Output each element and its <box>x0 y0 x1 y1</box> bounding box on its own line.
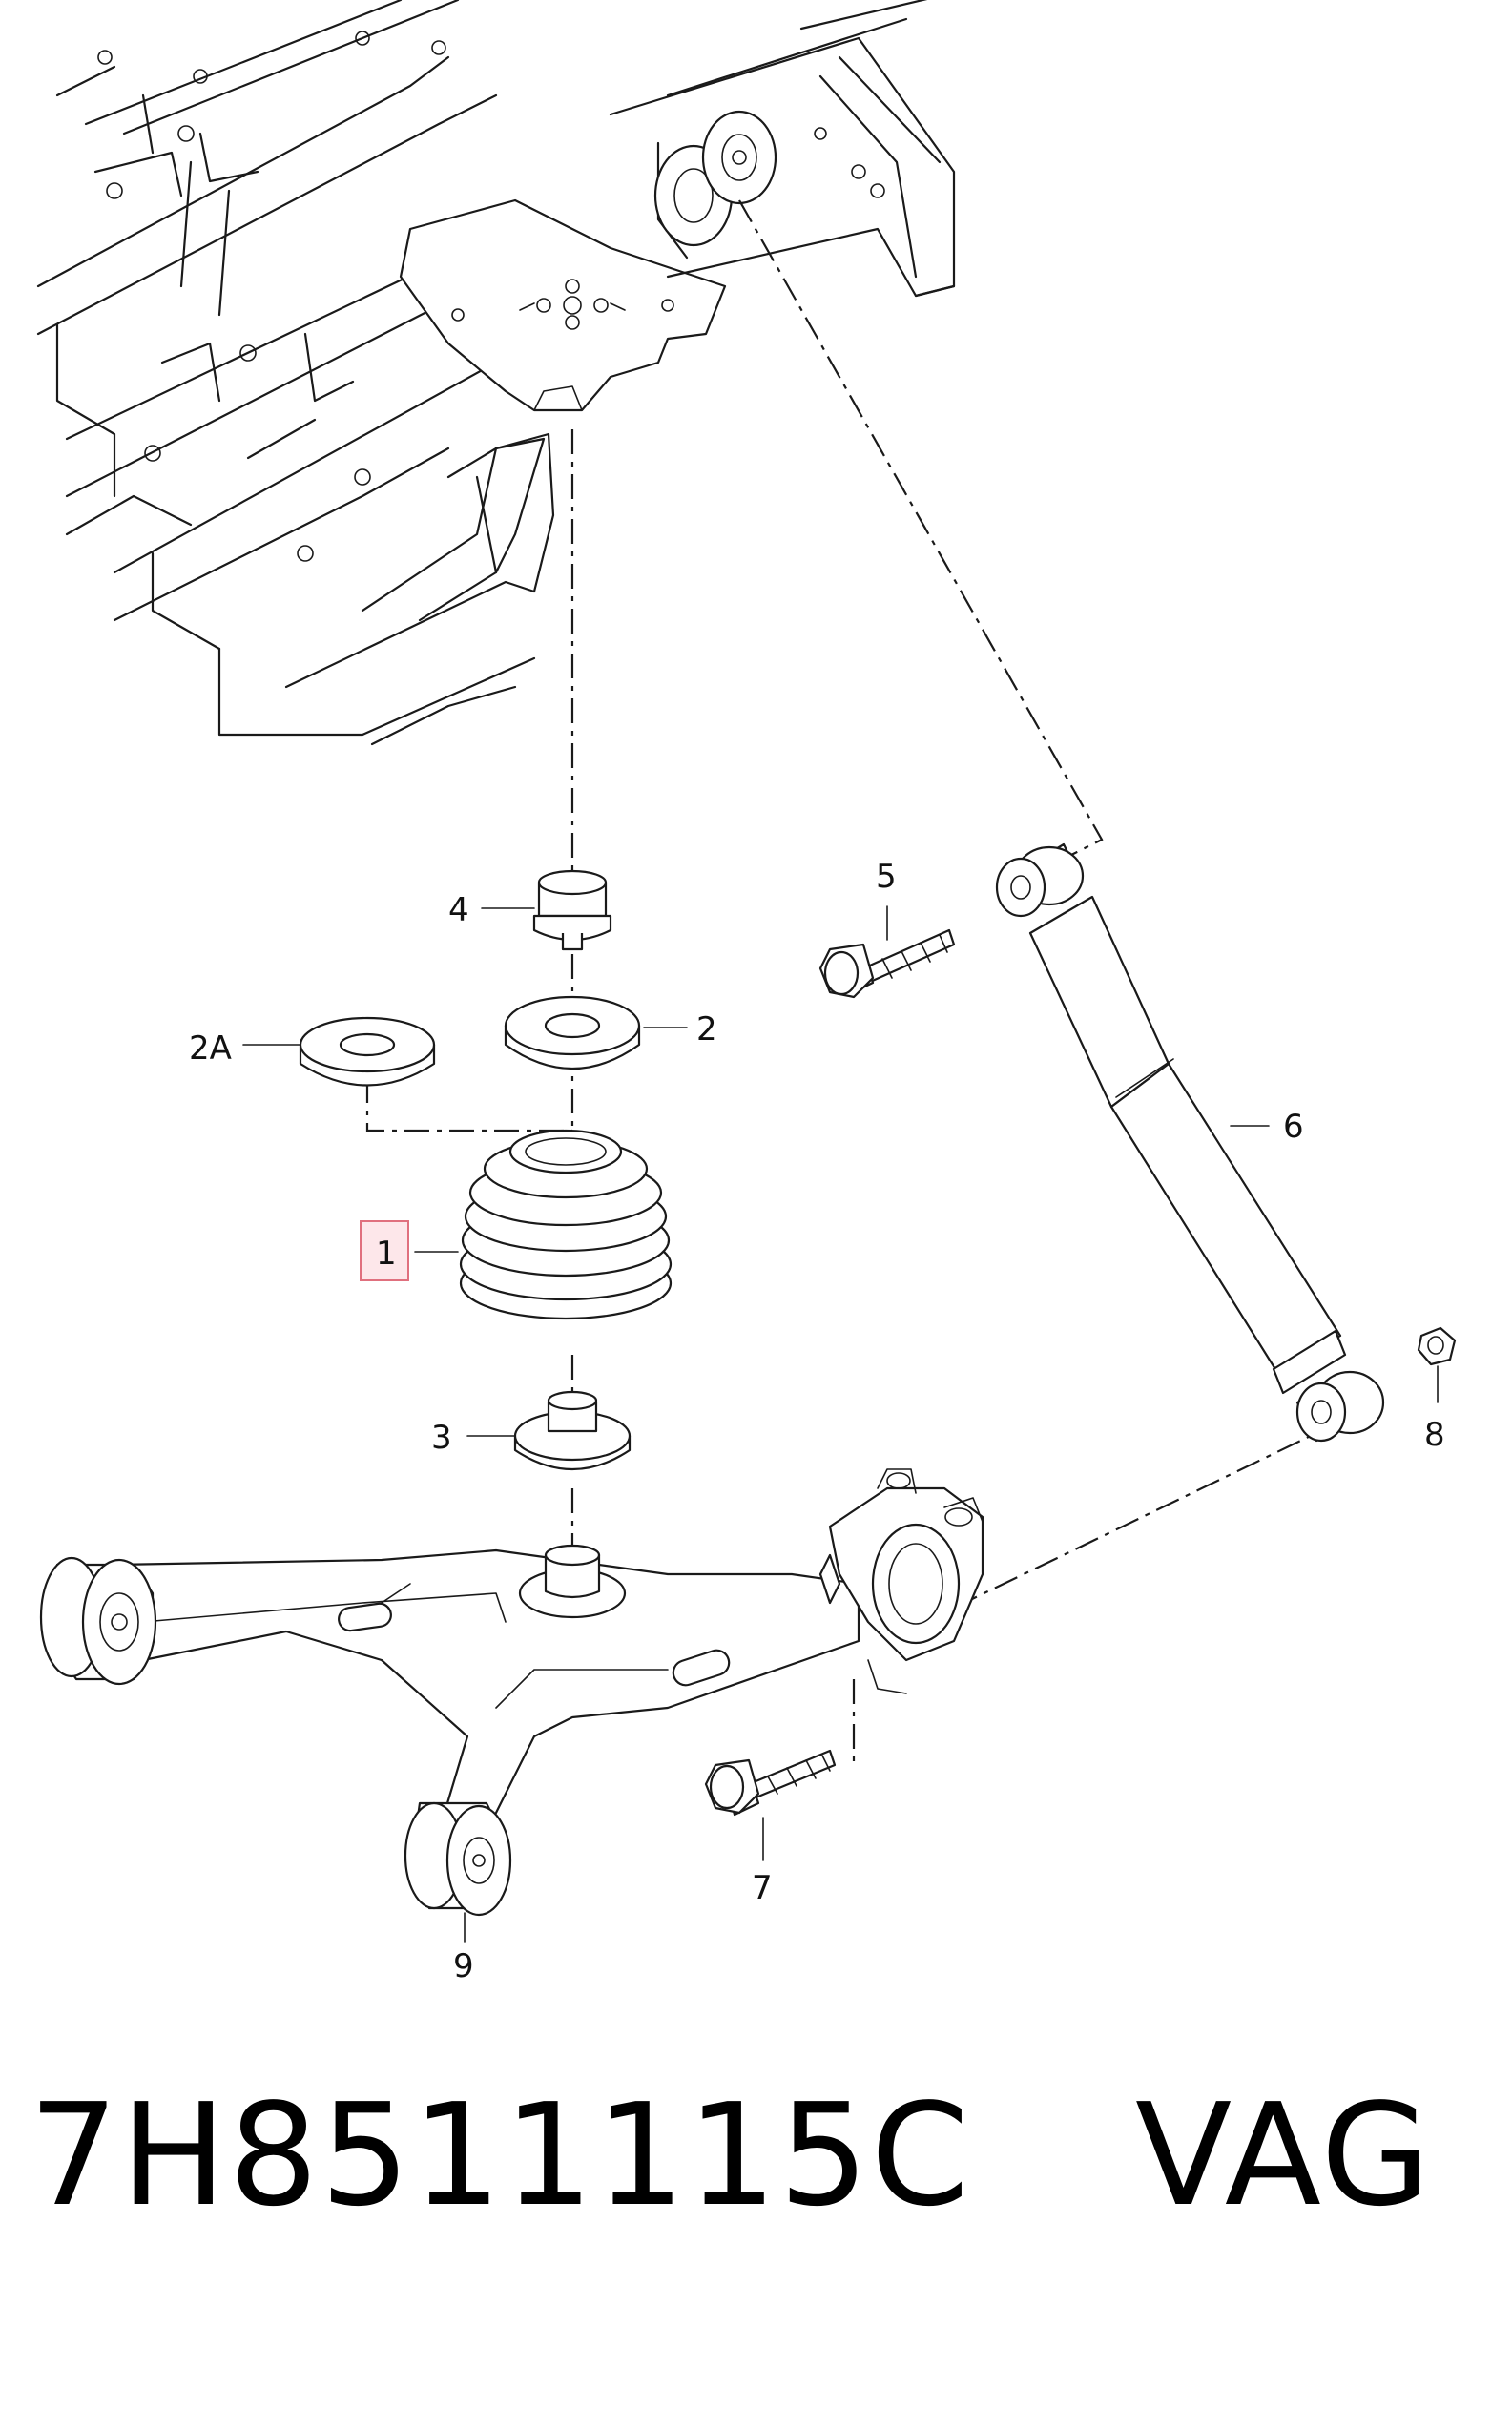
callout-2: 2 <box>696 1010 717 1049</box>
part-5-upper-bolt <box>818 928 956 999</box>
part-4-bump-stop <box>532 869 612 951</box>
part-3-lower-spring-seat <box>513 1390 632 1471</box>
callout-3: 3 <box>431 1419 452 1457</box>
callout-9: 9 <box>453 1947 474 1985</box>
callout-leaders <box>242 905 1439 1943</box>
callout-8: 8 <box>1424 1416 1445 1454</box>
part-9-trailing-arm <box>39 1468 984 1917</box>
spring-seat-plate <box>399 198 727 412</box>
upper-shock-mount-rail <box>609 0 956 298</box>
callout-2a: 2A <box>189 1029 232 1068</box>
part-number-caption: 7H8511115C <box>29 2073 971 2237</box>
callout-4: 4 <box>448 891 469 929</box>
part-2a-alternate-spring-pad <box>299 1016 436 1087</box>
callout-6: 6 <box>1283 1108 1304 1146</box>
part-1-coil-spring <box>459 1129 673 1320</box>
part-7-lower-bolt <box>704 1749 837 1817</box>
highlight-box-part-1 <box>360 1220 409 1281</box>
part-6-shock-absorber <box>995 842 1385 1443</box>
brand-caption: VAG <box>1135 2073 1433 2237</box>
part-2-upper-spring-pad <box>504 995 641 1070</box>
callout-1: 1 <box>376 1235 397 1273</box>
part-8-nut <box>1417 1326 1457 1366</box>
callout-5: 5 <box>876 858 897 896</box>
vehicle-frame <box>36 0 555 746</box>
callout-7: 7 <box>752 1869 773 1907</box>
